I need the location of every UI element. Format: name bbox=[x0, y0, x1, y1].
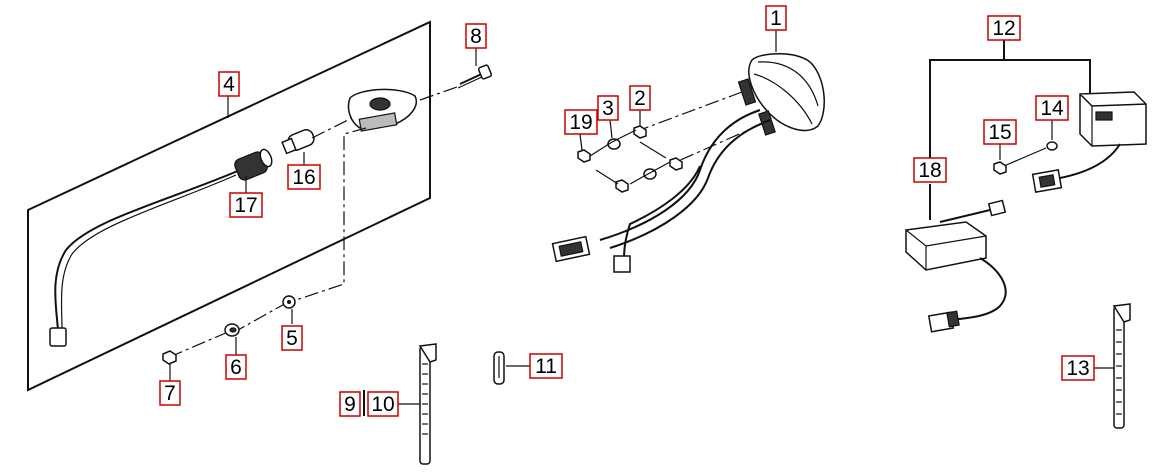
callout-16: 16 bbox=[287, 164, 321, 190]
license-light-part bbox=[1079, 91, 1147, 147]
nut-washer-set bbox=[577, 125, 683, 193]
harness-wire-2 bbox=[609, 119, 771, 249]
svg-text:17: 17 bbox=[234, 194, 257, 217]
callout-2: 2 bbox=[629, 85, 651, 111]
callout-10: 10 bbox=[367, 391, 399, 417]
washer-14 bbox=[1046, 141, 1058, 151]
svg-text:12: 12 bbox=[992, 17, 1015, 40]
svg-text:4: 4 bbox=[223, 73, 235, 96]
relay-box-part bbox=[905, 221, 987, 271]
svg-text:10: 10 bbox=[371, 393, 394, 416]
cable-tie-13 bbox=[1112, 303, 1131, 429]
nut-part bbox=[162, 350, 177, 365]
dash-line-housing bbox=[295, 127, 367, 301]
callout-1: 1 bbox=[765, 5, 787, 31]
svg-text:3: 3 bbox=[602, 97, 614, 120]
callout-12: 12 bbox=[987, 15, 1021, 41]
callout-14: 14 bbox=[1035, 95, 1069, 121]
callout-9: 9 bbox=[339, 391, 361, 417]
pin-11 bbox=[493, 351, 505, 385]
light-cable bbox=[54, 169, 241, 331]
callout-3: 3 bbox=[597, 95, 619, 121]
svg-text:14: 14 bbox=[1040, 97, 1064, 120]
harness-wire-3 bbox=[623, 165, 701, 259]
callout-15: 15 bbox=[983, 119, 1017, 145]
screw-part bbox=[457, 64, 493, 89]
callout-7: 7 bbox=[159, 380, 181, 406]
harness-wire-1 bbox=[599, 109, 761, 241]
tail-light-part bbox=[737, 53, 825, 136]
assembly-panel bbox=[27, 20, 431, 392]
callout-17: 17 bbox=[229, 192, 263, 218]
harness-connector-2 bbox=[613, 255, 631, 273]
svg-text:11: 11 bbox=[535, 355, 557, 378]
svg-text:9: 9 bbox=[344, 393, 356, 416]
bulb-part bbox=[281, 129, 315, 155]
svg-text:13: 13 bbox=[1066, 357, 1089, 380]
nut-15 bbox=[993, 161, 1007, 175]
svg-text:7: 7 bbox=[164, 382, 176, 405]
svg-text:16: 16 bbox=[292, 166, 315, 189]
socket-part bbox=[234, 148, 273, 181]
callout-8: 8 bbox=[465, 23, 487, 49]
callout-18: 18 bbox=[913, 157, 947, 183]
bracket-12 bbox=[929, 59, 1091, 160]
callout-4: 4 bbox=[218, 71, 240, 97]
svg-text:15: 15 bbox=[988, 121, 1011, 144]
callout-5: 5 bbox=[281, 325, 303, 351]
callout-6: 6 bbox=[225, 354, 247, 380]
svg-text:19: 19 bbox=[569, 111, 592, 134]
cable-tie-10 bbox=[418, 343, 437, 465]
cable-connector bbox=[49, 327, 67, 347]
callout-11: 11 bbox=[529, 353, 563, 379]
light-cable-inner bbox=[60, 174, 237, 331]
svg-text:8: 8 bbox=[470, 25, 482, 48]
svg-text:1: 1 bbox=[770, 7, 782, 30]
lamp-housing-part bbox=[347, 88, 417, 132]
svg-text:6: 6 bbox=[230, 356, 242, 379]
svg-text:2: 2 bbox=[634, 87, 646, 110]
svg-text:5: 5 bbox=[286, 327, 298, 350]
callout-13: 13 bbox=[1061, 355, 1095, 381]
callout-19: 19 bbox=[564, 109, 598, 135]
svg-text:18: 18 bbox=[918, 159, 941, 182]
